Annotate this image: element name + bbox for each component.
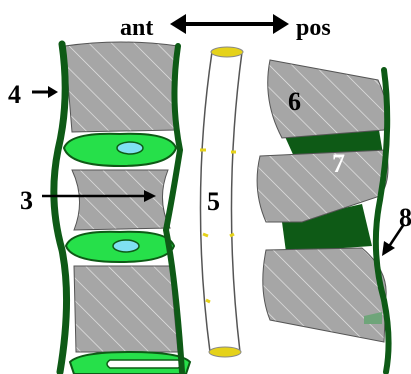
nucleus-pulposus-upper [117,142,143,154]
label-facet-joint: 6 [288,87,301,116]
arrow-4-head-icon [48,86,58,98]
vertebral-body-lower [74,266,178,352]
nucleus-pulposus-lower [107,360,182,368]
posterior-label: pos [296,15,331,41]
label-posterior-ligament: 3 [20,186,33,215]
vertebral-column [54,42,190,374]
cord-top-cap [211,47,243,57]
posterior-elements [257,60,388,372]
anterior-label: ant [120,15,153,41]
nucleus-pulposus-middle [113,240,139,252]
cord-bottom-cap [209,347,241,357]
label-anterior-ligament: 4 [8,80,21,109]
double-arrow-icon [170,14,289,34]
lamina-upper [268,60,387,138]
arrow-8-head-icon [382,241,395,256]
vertebral-body-middle [72,170,170,230]
label-spinal-cord: 5 [207,187,220,216]
label-interspinous-ligament: 8 [399,203,411,232]
lamina-middle [257,150,388,222]
lamina-lower [263,248,386,342]
label-ligamentum-flavum: 7 [332,149,345,178]
vertebral-body-upper [65,42,178,132]
